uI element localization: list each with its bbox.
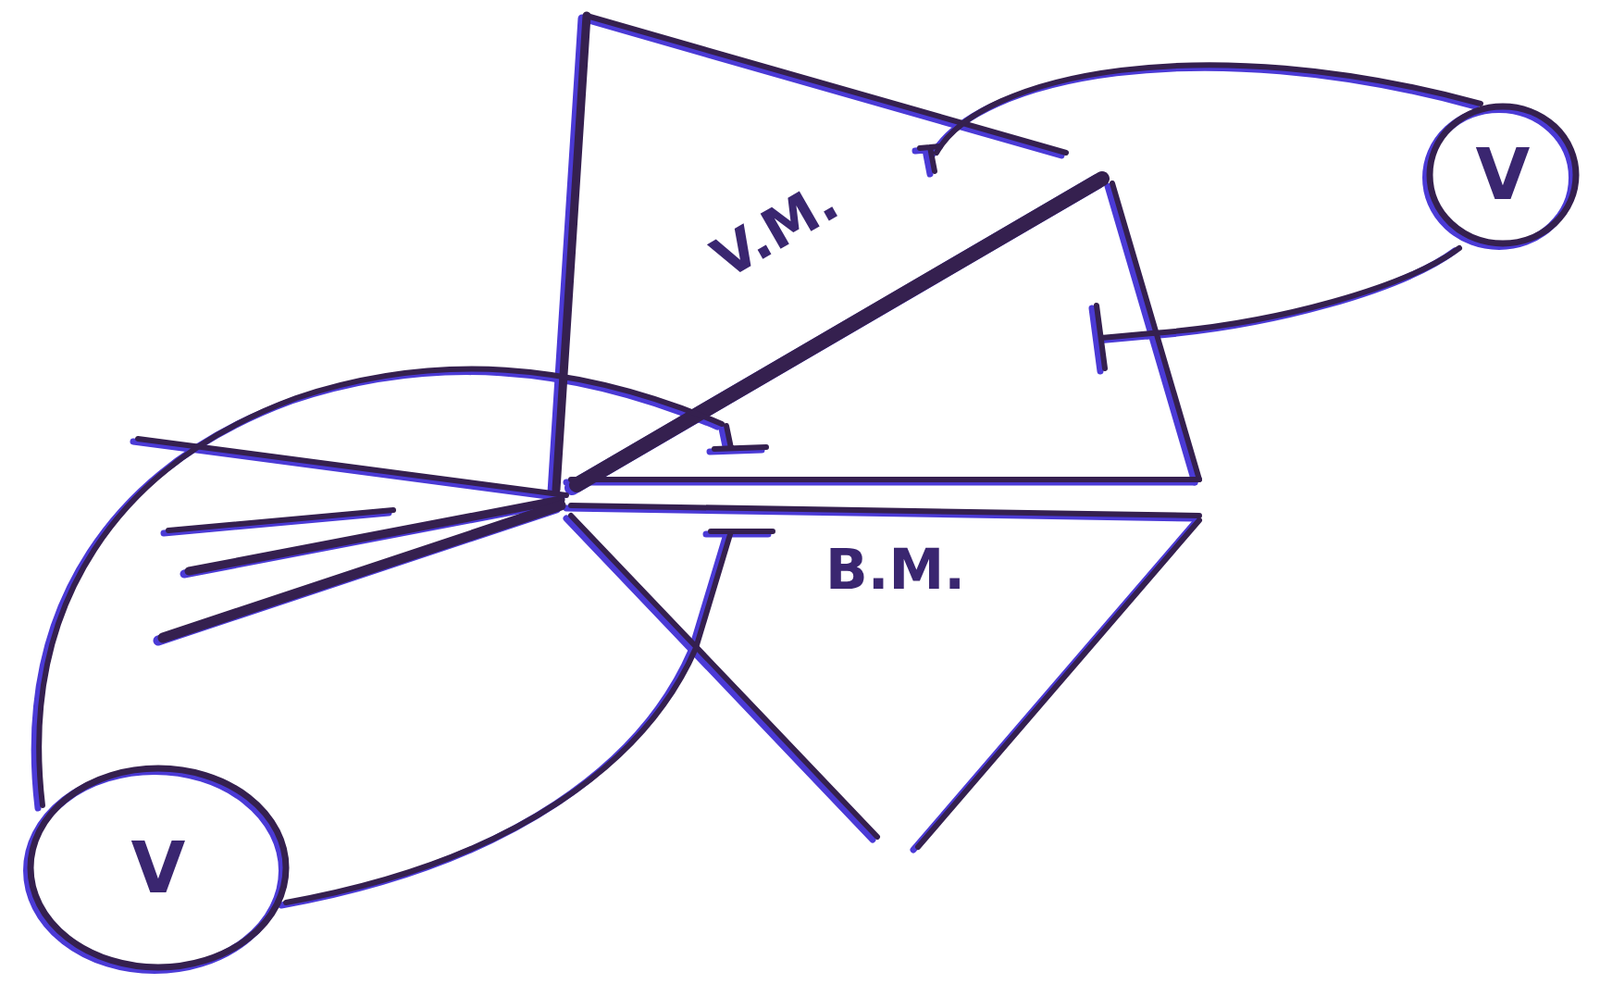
membrane-label: B.M.	[825, 541, 966, 597]
voltmeter-symbol: V	[25, 763, 291, 972]
membrane-label: V.M.	[703, 172, 847, 287]
meter-letter: V	[1475, 139, 1531, 211]
meter-letter: V	[131, 832, 187, 904]
voltmeter-symbol: V	[1425, 101, 1581, 249]
